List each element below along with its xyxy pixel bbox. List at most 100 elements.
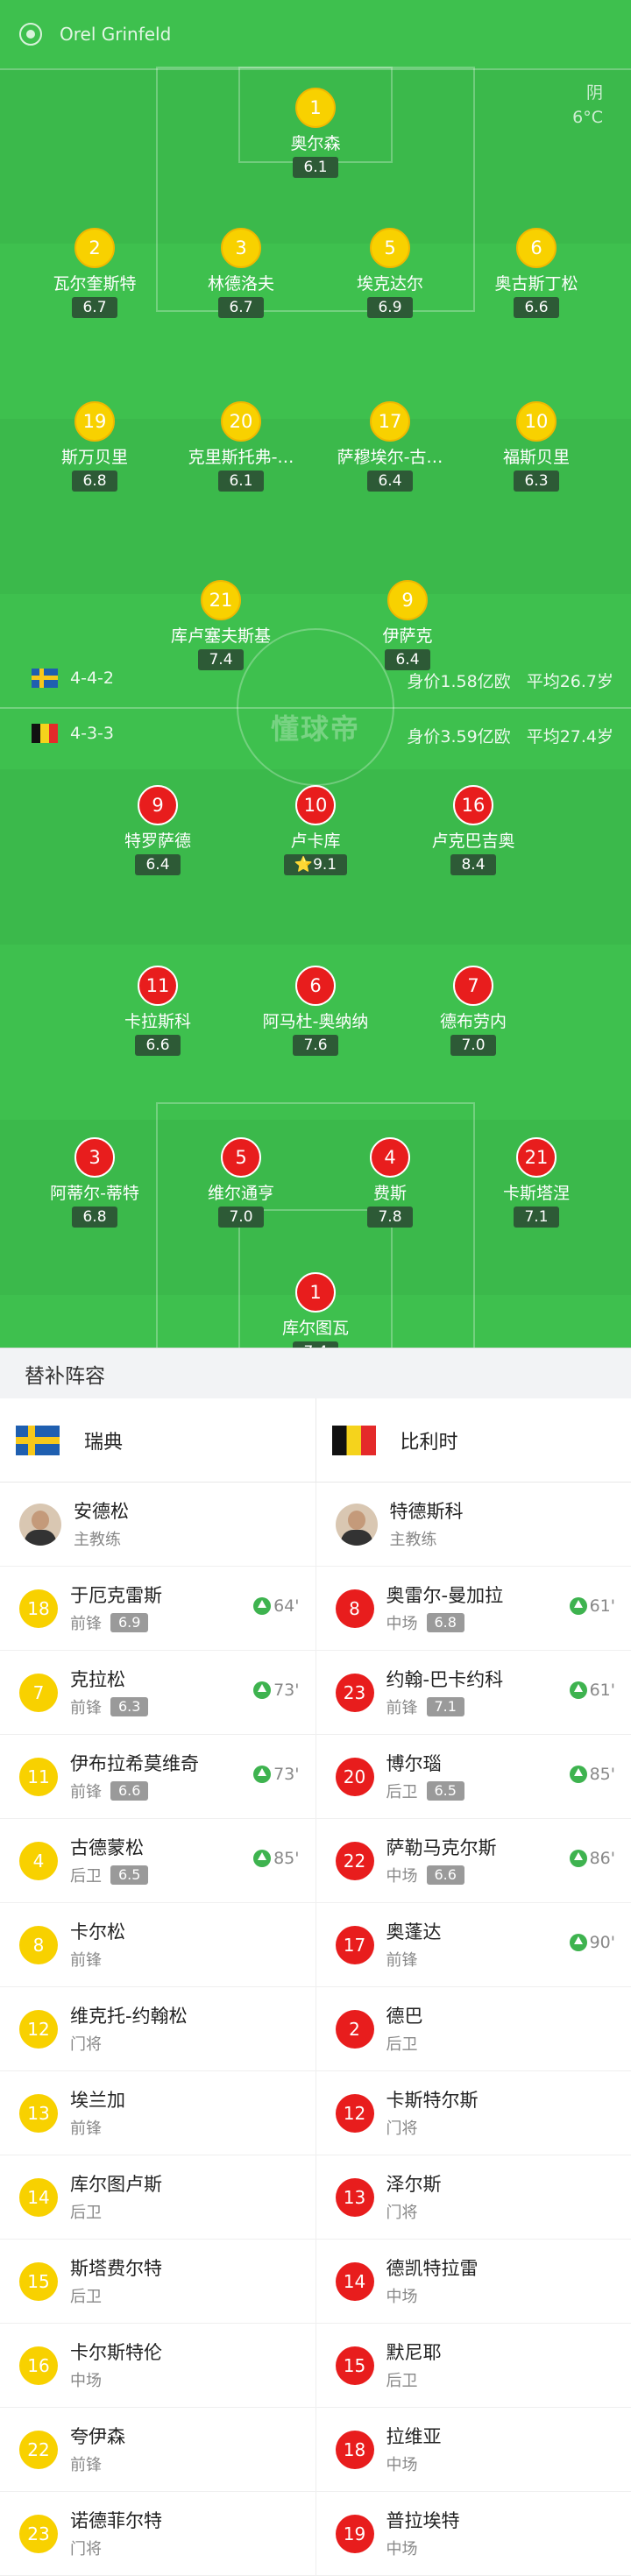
sweden-flag-icon <box>16 1426 60 1455</box>
player-meta: 后卫 <box>386 2032 423 2055</box>
jersey-number: 19 <box>336 2515 374 2553</box>
jersey-number: 14 <box>336 2262 374 2301</box>
player-name: 奥蓬达 <box>386 1920 442 1944</box>
player-info: 诺德菲尔特门将 <box>70 2509 162 2559</box>
belgium-team-name: 比利时 <box>401 1426 458 1454</box>
player-position: 后卫 <box>386 2368 418 2391</box>
player-position: 后卫 <box>386 2032 418 2055</box>
sweden-coach[interactable]: 安德松 主教练 <box>0 1483 316 1566</box>
player-info: 维克托-约翰松门将 <box>70 2004 188 2055</box>
jersey-number: 13 <box>336 2178 374 2217</box>
player-position: 前锋 <box>70 1695 102 1718</box>
player-meta: 前锋 <box>70 2452 125 2475</box>
player-name: 阿马杜-奥纳纳 <box>241 1011 390 1032</box>
jersey-number: 19 <box>74 401 115 442</box>
player-info: 默尼耶后卫 <box>386 2340 442 2391</box>
player-name: 普拉埃特 <box>386 2509 460 2533</box>
player-name: 库尔图瓦 <box>241 1318 390 1339</box>
player-name: 卡尔松 <box>70 1920 125 1944</box>
sub-on-minute: 64' <box>273 1596 299 1616</box>
sub-on-arrow-icon <box>570 1766 587 1783</box>
player-rating: 6.7 <box>72 297 117 318</box>
player-meta: 前锋 <box>386 1948 442 1971</box>
player-name: 默尼耶 <box>386 2340 442 2365</box>
weather-temperature: 6°C <box>572 105 603 130</box>
sub-on-arrow-icon <box>570 1934 587 1951</box>
player-position: 前锋 <box>70 1948 102 1971</box>
sub-on-minute: 73' <box>273 1765 299 1784</box>
jersey-number: 3 <box>74 1137 115 1178</box>
sweden-team-tab[interactable]: 瑞典 <box>0 1398 316 1482</box>
player-info: 德巴后卫 <box>386 2004 423 2055</box>
belgium-coach[interactable]: 特德斯科 主教练 <box>316 1483 631 1566</box>
player-marker[interactable]: 1库尔图瓦7.4 <box>241 1272 390 1348</box>
player-name: 斯万贝里 <box>20 447 169 468</box>
player-rating: 6.3 <box>110 1697 148 1716</box>
rating-value: 6.7 <box>229 299 252 316</box>
rating-value: 6.1 <box>303 159 327 176</box>
sweden-stats: 身价1.58亿欧 平均26.7岁 <box>407 669 613 692</box>
sub-on-arrow-icon <box>253 1850 271 1867</box>
belgium-team-tab[interactable]: 比利时 <box>316 1398 631 1482</box>
player-name: 夸伊森 <box>70 2424 125 2449</box>
sweden-team-name: 瑞典 <box>84 1426 123 1454</box>
coach-role: 主教练 <box>390 1527 437 1550</box>
player-position: 前锋 <box>70 2452 102 2475</box>
jersey-number: 16 <box>453 785 493 825</box>
player-rating: 6.6 <box>514 297 558 318</box>
sub-on-minute: 73' <box>273 1681 299 1700</box>
substitution-on: 61' <box>570 1596 615 1616</box>
player-rating: 6.1 <box>293 157 337 178</box>
